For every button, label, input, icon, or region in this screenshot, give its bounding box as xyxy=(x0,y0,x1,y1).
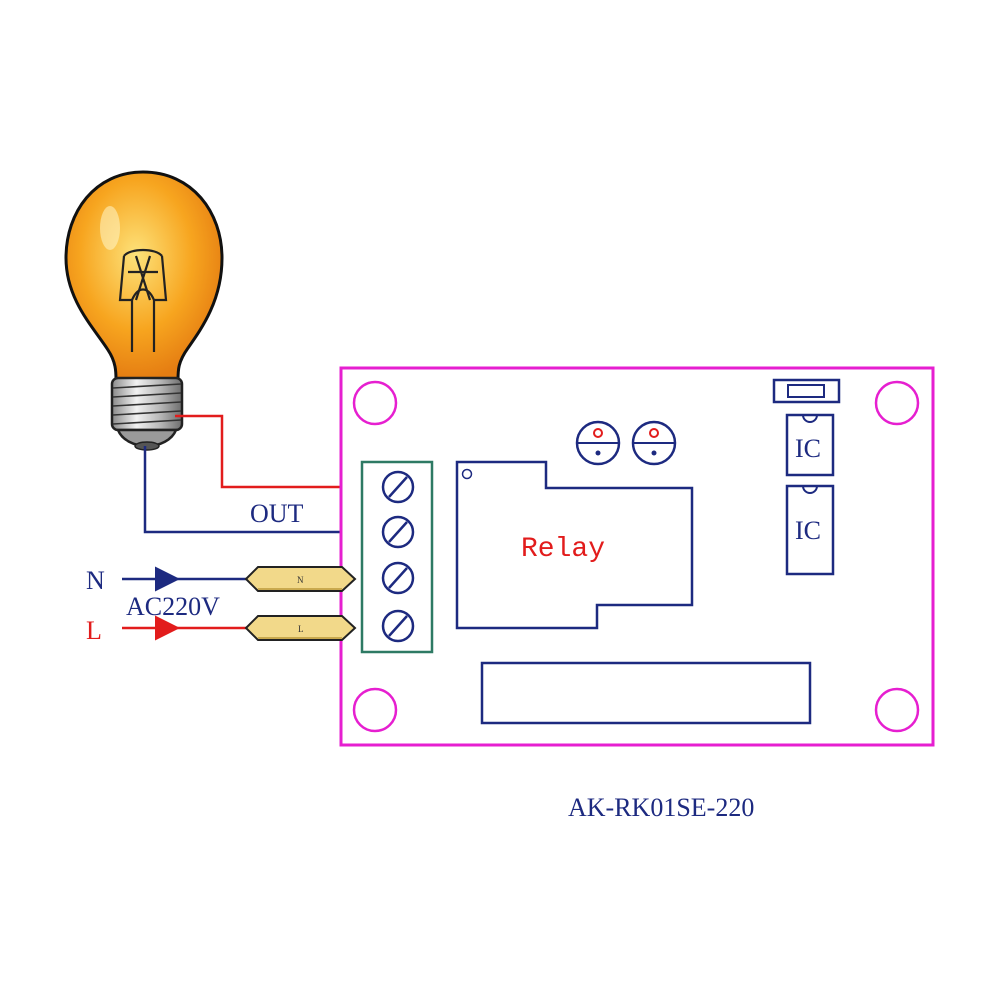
model-caption: AK-RK01SE-220 xyxy=(568,793,754,822)
mounting-hole-bottom-right xyxy=(874,687,920,733)
out-label: OUT xyxy=(250,499,304,528)
terminal-screw-3 xyxy=(381,561,415,595)
plug-connector-n: N xyxy=(244,566,357,592)
plug-n-label: N xyxy=(297,575,304,585)
l-label: L xyxy=(86,616,102,645)
relay-outline xyxy=(455,460,694,630)
light-bulb-icon xyxy=(64,170,224,451)
mounting-hole-top-right xyxy=(874,380,920,426)
led-2-icon xyxy=(631,420,677,466)
out-wire-red xyxy=(175,414,392,489)
terminal-screw-1 xyxy=(381,470,415,504)
bulb-filament xyxy=(118,248,168,352)
bulb-highlight xyxy=(100,206,120,250)
mounting-hole-bottom-left xyxy=(352,687,398,733)
ic-bottom-label: IC xyxy=(795,516,821,545)
ac-voltage-label: AC220V xyxy=(126,592,220,621)
module-strip xyxy=(480,661,812,725)
relay-pin1-marker xyxy=(461,468,473,480)
terminal-screw-2 xyxy=(381,515,415,549)
ic-chip-top: IC xyxy=(785,413,835,477)
out-wire-blue xyxy=(143,446,392,534)
plug-connector-l: L xyxy=(244,615,357,641)
mounting-hole-top-left xyxy=(352,380,398,426)
ic-chip-bottom: IC xyxy=(785,484,835,576)
led-1-icon xyxy=(575,420,621,466)
relay-board: Relay IC IC xyxy=(339,366,935,747)
bulb-base xyxy=(110,376,184,451)
terminal-screw-4 xyxy=(381,609,415,643)
board-button-icon xyxy=(772,378,841,404)
n-label: N xyxy=(86,566,105,595)
plug-l-label: L xyxy=(298,624,304,634)
ic-top-label: IC xyxy=(795,434,821,463)
relay-label: Relay xyxy=(521,534,605,565)
